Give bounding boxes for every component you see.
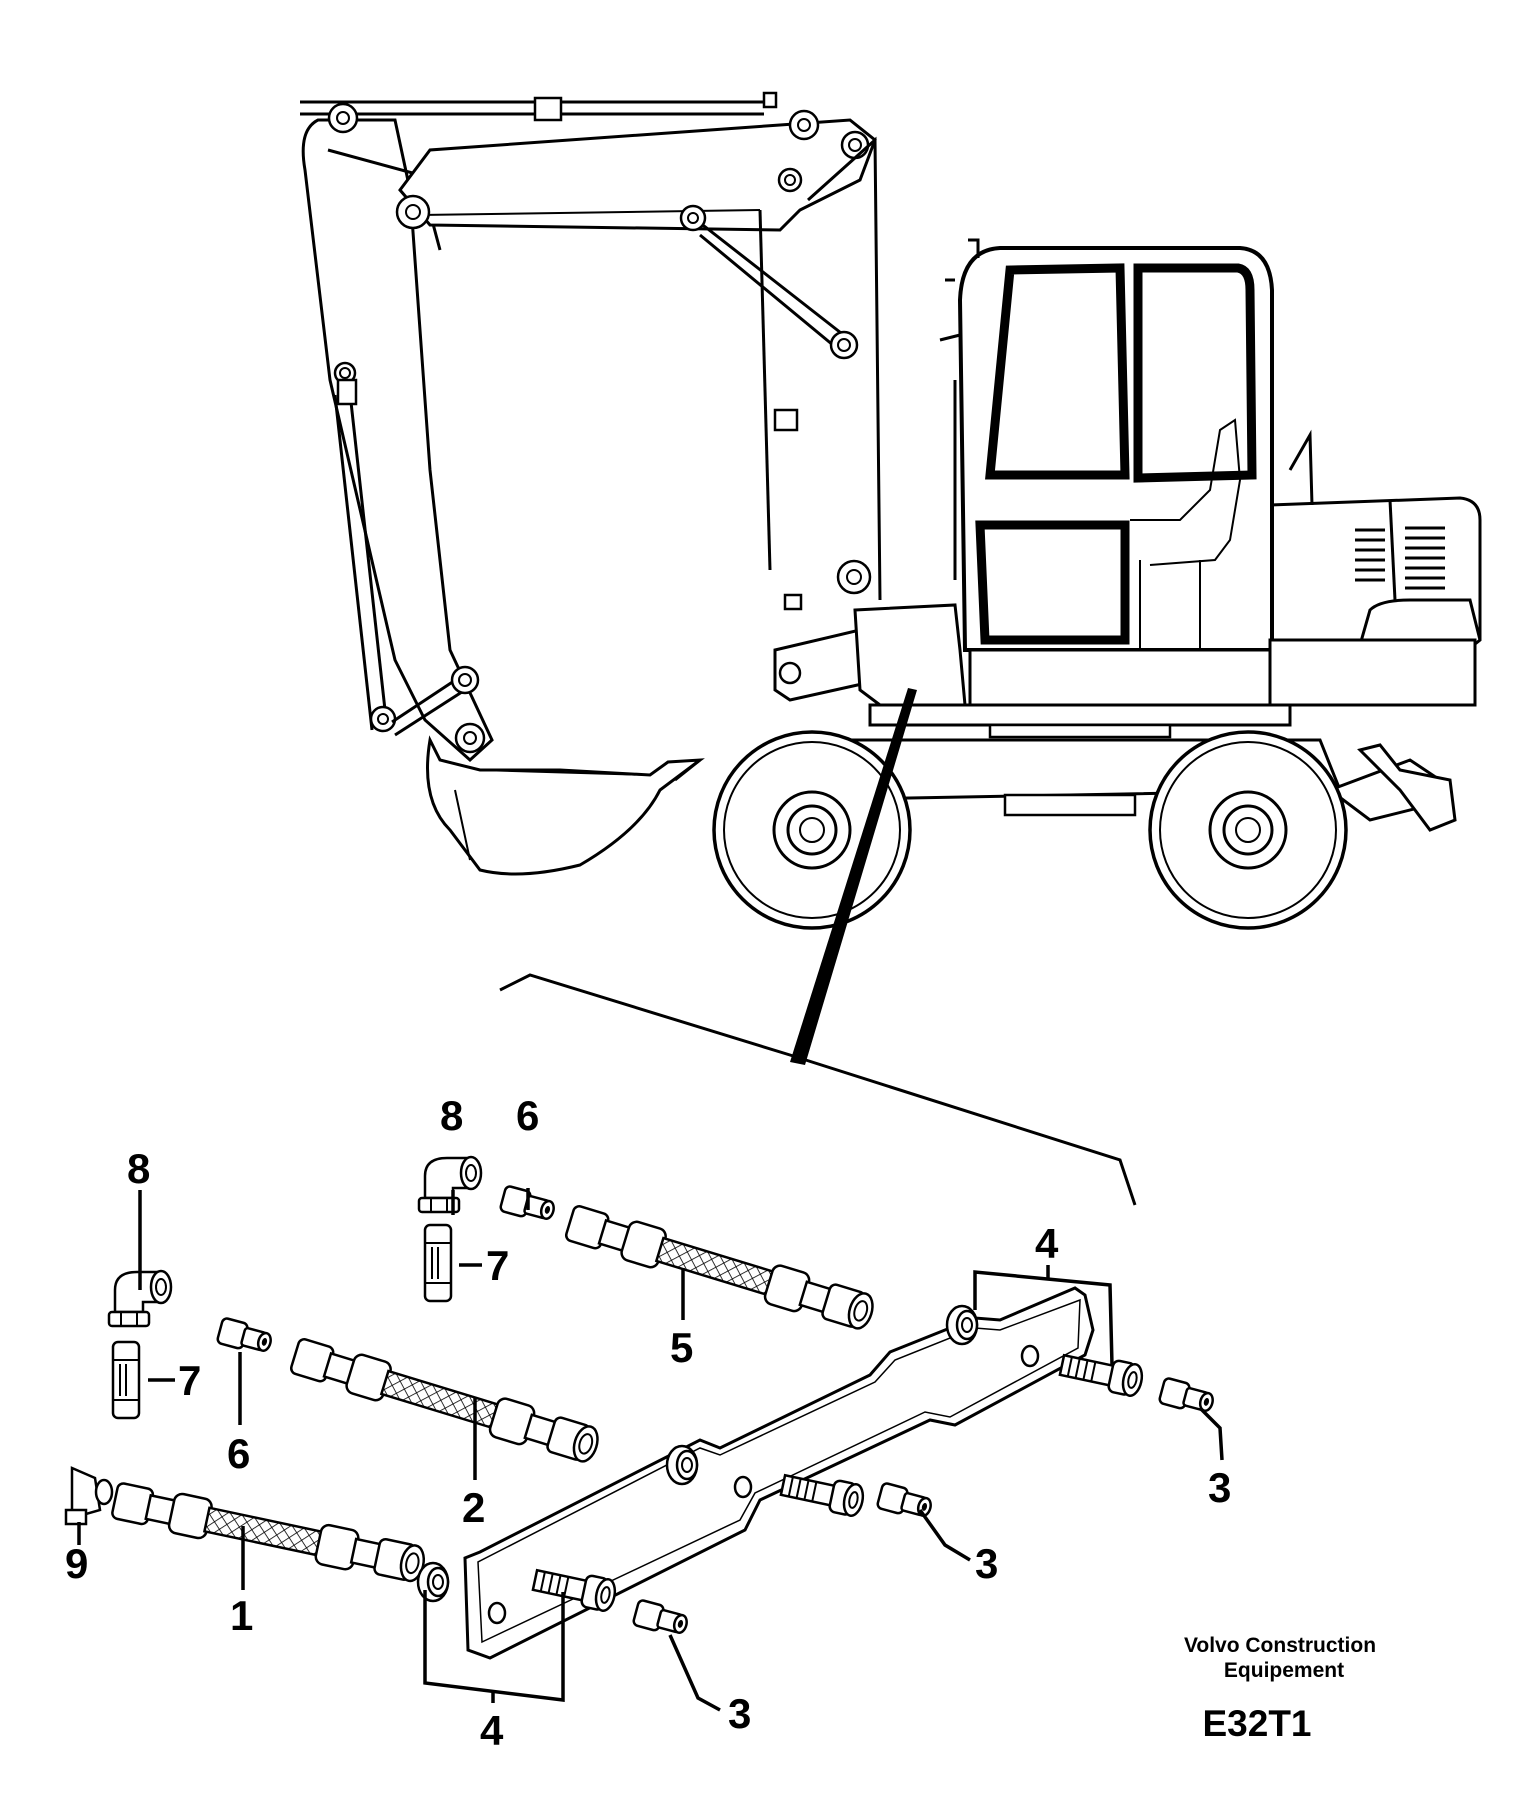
boom-top-cylinder [300,91,778,122]
main-boom [395,109,877,232]
callout-9: 9 [65,1540,88,1587]
callout-3-right: 3 [1208,1464,1231,1511]
operator-cab [939,238,1274,652]
hose-assembly-5 [562,1201,879,1335]
callout-6-top: 6 [516,1092,539,1139]
front-wheel [712,730,912,930]
adapter-3-right [1157,1376,1217,1418]
brand-line-2: Equipement [1224,1659,1344,1682]
callout-5: 5 [670,1324,693,1371]
footer-block: Volvo Construction Equipement E32T1 [1184,1634,1376,1744]
mounting-plate [463,1286,1095,1660]
nipple-top [423,1223,453,1303]
elbow-fitting-top [417,1155,483,1214]
callout-7-left: 7 [178,1357,201,1404]
bucket-linkage [391,665,486,754]
nipple-left [111,1340,141,1420]
rear-body [1268,429,1482,652]
leader-lines [77,1188,1224,1712]
boom-cylinder [679,204,859,360]
callout-labels: 8 7 6 9 1 2 8 6 7 5 4 3 3 3 4 [65,1092,1231,1754]
brand-line-1: Volvo Construction [1184,1634,1376,1657]
banjo-screw-middle [778,1468,867,1519]
rear-wheel [1148,730,1348,930]
washer-bottom [416,1561,450,1603]
callout-1: 1 [230,1592,253,1639]
partial-fitting-9 [64,1466,114,1526]
adapter-6-left [215,1316,275,1358]
washer-middle [665,1444,699,1486]
hose-assembly-1 [109,1479,429,1587]
callout-4-top: 4 [1035,1220,1059,1267]
detail-locator [499,688,1137,1206]
hose-assembly-2 [287,1334,604,1468]
callout-6-left: 6 [227,1430,250,1477]
callout-8-left: 8 [127,1145,150,1192]
adapter-3-bottom [631,1598,691,1640]
callout-4-bottom: 4 [480,1707,504,1754]
washer-top [945,1304,979,1346]
exploded-parts-view [64,1155,1217,1660]
drawing-code: E32T1 [1202,1703,1311,1744]
callout-3-middle: 3 [975,1540,998,1587]
dipper-arm [301,102,494,763]
callout-8-top: 8 [440,1092,463,1139]
callout-7-top: 7 [486,1242,509,1289]
arm-cylinder [333,378,397,733]
bucket [426,735,705,876]
callout-2: 2 [462,1484,485,1531]
engine-grille [1355,526,1445,590]
banjo-screw-right [1057,1348,1146,1399]
excavator-illustration [300,91,1482,930]
callout-3-bottom: 3 [728,1690,751,1737]
